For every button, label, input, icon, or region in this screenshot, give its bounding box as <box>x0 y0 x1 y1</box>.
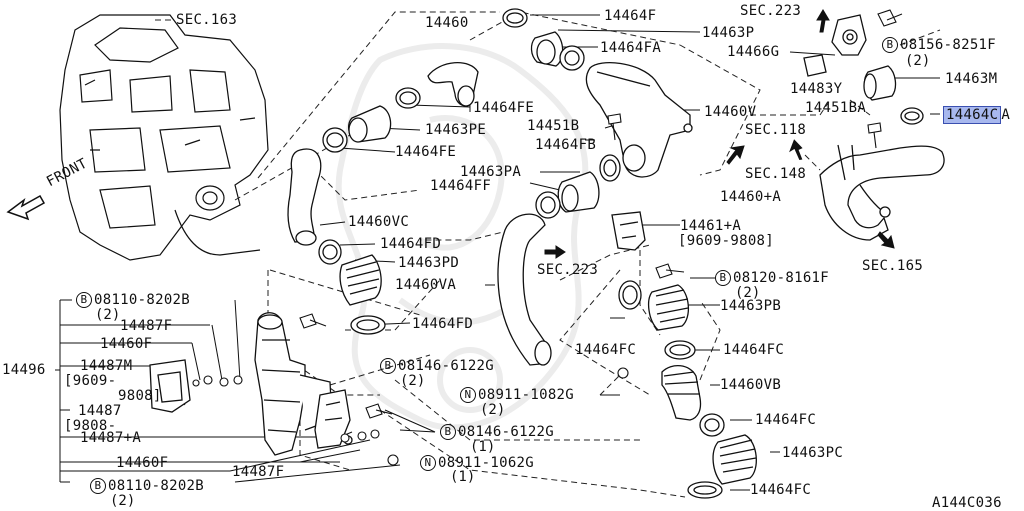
nut-symbol-icon: N <box>460 387 476 403</box>
bolt-08146-a-qty: (2) <box>400 373 426 389</box>
label-sec118[interactable]: SEC.118 <box>745 122 807 138</box>
label-14461plusa[interactable]: 14461+A <box>680 218 742 234</box>
label-14464f[interactable]: 14464F <box>604 8 657 24</box>
bolt-symbol-icon: B <box>90 478 106 494</box>
bolt-08146-a-number: 08146-6122G <box>398 358 495 374</box>
label-14460f[interactable]: 14460F <box>100 336 153 352</box>
label-14463m[interactable]: 14463M <box>945 71 998 87</box>
diagram-code: A144C036 <box>932 495 1002 511</box>
label-sec223-top[interactable]: SEC.223 <box>740 3 802 19</box>
label-14463pb[interactable]: 14463PB <box>720 298 782 314</box>
front-arrow-icon <box>6 194 46 221</box>
bolt-08110-top-number: 08110-8202B <box>94 292 191 308</box>
label-14460[interactable]: 14460 <box>425 15 469 31</box>
bolt-08110-top-qty: (2) <box>95 307 121 323</box>
label-14451ba[interactable]: 14451BA <box>805 100 867 116</box>
label-14463p[interactable]: 14463P <box>702 25 755 41</box>
label-sec165[interactable]: SEC.165 <box>862 258 924 274</box>
label-14464fc-d[interactable]: 14464FC <box>750 482 812 498</box>
label-14463pa[interactable]: 14463PA <box>460 164 522 180</box>
part-suffix: A <box>1001 107 1011 123</box>
label-14463pe[interactable]: 14463PE <box>425 122 487 138</box>
label-14464fe[interactable]: 14464FE <box>473 100 535 116</box>
bolt-symbol-icon: B <box>76 292 92 308</box>
label-14464fc-c[interactable]: 14464FC <box>755 412 817 428</box>
label-14487f[interactable]: 14487F <box>120 318 173 334</box>
label-14487plusa[interactable]: 14487+A <box>80 430 142 446</box>
engine-block <box>59 14 269 261</box>
bolt-08120-number: 08120-8161F <box>733 270 830 286</box>
label-14466g[interactable]: 14466G <box>727 44 780 60</box>
label-14464fb[interactable]: 14464FB <box>535 137 597 153</box>
label-14487m-date2: 9808] <box>118 388 162 404</box>
label-14487m-date1: [9609- <box>64 373 117 389</box>
label-14460plusa[interactable]: 14460+A <box>720 189 782 205</box>
bolt-08110-bottom-number: 08110-8202B <box>108 478 205 494</box>
label-14460va[interactable]: 14460VA <box>395 277 457 293</box>
label-14463pd[interactable]: 14463PD <box>398 255 460 271</box>
label-14483y[interactable]: 14483Y <box>790 81 843 97</box>
bolt-08146-b-qty: (1) <box>470 439 496 455</box>
nut-08911-a-qty: (2) <box>480 402 506 418</box>
label-14464fd-lower[interactable]: 14464FD <box>412 316 474 332</box>
nut-symbol-icon: N <box>420 455 436 471</box>
label-14464fa[interactable]: 14464FA <box>600 40 662 56</box>
label-14464fc-a[interactable]: 14464FC <box>575 342 637 358</box>
intake-ducts <box>149 8 945 499</box>
label-sec163[interactable]: SEC.163 <box>176 12 238 28</box>
label-14487m[interactable]: 14487M <box>80 358 133 374</box>
watermark-emblem <box>335 43 589 431</box>
bolt-08110-bottom-qty: (2) <box>110 493 136 509</box>
label-14460vc[interactable]: 14460VC <box>348 214 410 230</box>
label-14460f-lower[interactable]: 14460F <box>116 455 169 471</box>
bolt-08156-number: 08156-8251F <box>900 37 997 53</box>
bolt-symbol-icon: B <box>380 358 396 374</box>
label-sec223-mid[interactable]: SEC.223 <box>537 262 599 278</box>
label-14464fe-lower[interactable]: 14464FE <box>395 144 457 160</box>
label-sec148[interactable]: SEC.148 <box>745 166 807 182</box>
label-14487f-lower[interactable]: 14487F <box>232 464 285 480</box>
label-14460v[interactable]: 14460V <box>704 104 757 120</box>
nut-08911-a-number: 08911-1082G <box>478 387 575 403</box>
label-14487[interactable]: 14487 <box>78 403 122 419</box>
label-14460vb[interactable]: 14460VB <box>720 377 782 393</box>
bolt-08156-qty: (2) <box>905 53 931 69</box>
bolt-08120-qty: (2) <box>735 285 761 301</box>
label-14463pc[interactable]: 14463PC <box>782 445 844 461</box>
label-14451b[interactable]: 14451B <box>527 118 580 134</box>
label-14464fc-b[interactable]: 14464FC <box>723 342 785 358</box>
label-14464ff[interactable]: 14464FF <box>430 178 492 194</box>
highlighted-part-number: 14464C <box>943 106 1002 124</box>
bolt-symbol-icon: B <box>715 270 731 286</box>
bolt-symbol-icon: B <box>440 424 456 440</box>
bolt-symbol-icon: B <box>882 37 898 53</box>
nut-08911-b-number: 08911-1062G <box>438 455 535 471</box>
label-14496[interactable]: 14496 <box>2 362 46 378</box>
label-14461-date: [9609-9808] <box>678 233 775 249</box>
nut-08911-b-qty: (1) <box>450 469 476 485</box>
label-14487-date: [9808- <box>64 418 117 434</box>
fasteners <box>192 9 903 466</box>
section-arrows <box>544 9 895 259</box>
bolt-08146-b-number: 08146-6122G <box>458 424 555 440</box>
label-14464fd[interactable]: 14464FD <box>380 236 442 252</box>
